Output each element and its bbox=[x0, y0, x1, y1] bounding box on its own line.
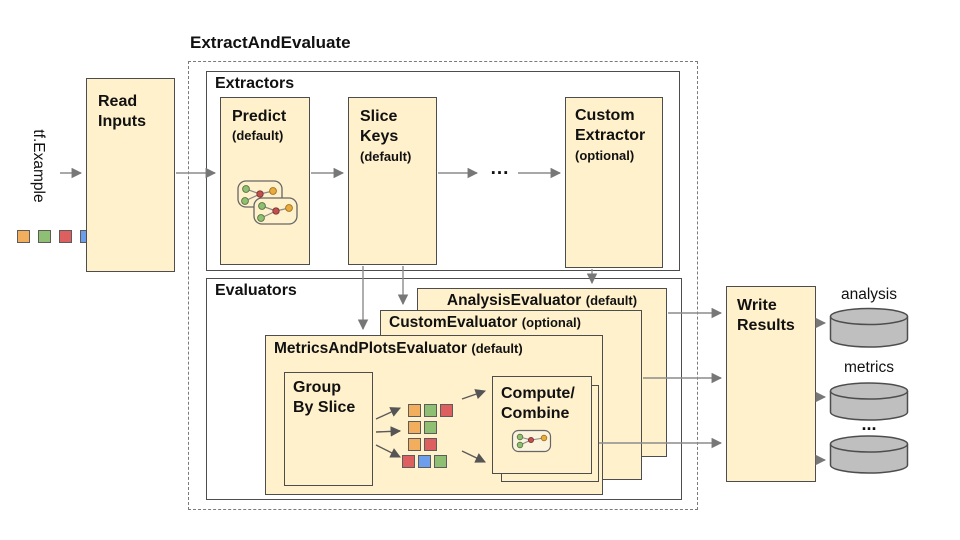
custom-extractor-subtitle: (optional) bbox=[575, 147, 635, 163]
read-inputs-box: Read Inputs bbox=[86, 78, 175, 272]
slice-chip-orange bbox=[408, 438, 421, 451]
compute-combine-box: Compute/ Combine bbox=[492, 376, 592, 474]
slice-chip-orange bbox=[17, 230, 30, 243]
slice-keys-extractor-box: Slice Keys (default) bbox=[348, 97, 437, 265]
analysis-evaluator-title: AnalysisEvaluator bbox=[446, 292, 582, 309]
extractors-ellipsis: ... bbox=[490, 158, 510, 179]
custom-extractor-box: Custom Extractor (optional) bbox=[565, 97, 663, 268]
slice-chip-green bbox=[424, 404, 437, 417]
analysis-database-icon bbox=[829, 307, 909, 348]
model-graph-icon bbox=[237, 180, 298, 225]
group-by-slice-box: Group By Slice bbox=[284, 372, 373, 486]
slice-keys-title: Slice Keys bbox=[360, 108, 399, 146]
write-results-box: Write Results bbox=[726, 286, 816, 482]
more-database-icon bbox=[829, 435, 909, 474]
slice-chip-blue bbox=[418, 455, 431, 468]
analysis-store-label: analysis bbox=[841, 286, 897, 303]
more-stores-label: ... bbox=[861, 414, 877, 434]
slice-chip-green bbox=[38, 230, 51, 243]
evaluators-container: Evaluators bbox=[206, 278, 682, 500]
extractors-label: Extractors bbox=[215, 75, 295, 92]
write-results-title: Write Results bbox=[737, 297, 795, 335]
slice-chip-red bbox=[440, 404, 453, 417]
analysis-evaluator-subtitle: (default) bbox=[585, 293, 638, 308]
slice-chip-green bbox=[434, 455, 447, 468]
compute-combine-title: Compute/ Combine bbox=[501, 385, 575, 423]
input-legend-chips bbox=[17, 230, 93, 243]
slice-chip-orange bbox=[408, 404, 421, 417]
custom-evaluator-title: CustomEvaluator bbox=[389, 314, 518, 331]
slice-row-3 bbox=[408, 438, 437, 451]
metrics-plots-evaluator-subtitle: (default) bbox=[471, 341, 523, 356]
slice-chip-orange bbox=[408, 421, 421, 434]
slice-row-1 bbox=[408, 404, 453, 417]
slice-chip-red bbox=[59, 230, 72, 243]
custom-extractor-title: Custom Extractor bbox=[575, 107, 646, 145]
slice-chip-red bbox=[402, 455, 415, 468]
diagram-title: ExtractAndEvaluate bbox=[190, 33, 351, 52]
metrics-plots-evaluator-title: MetricsAndPlotsEvaluator bbox=[274, 340, 467, 357]
read-inputs-title: Read Inputs bbox=[98, 93, 146, 131]
metrics-store-label: metrics bbox=[844, 359, 894, 376]
predict-subtitle: (default) bbox=[232, 128, 284, 144]
tf-example-label: tf.Example bbox=[30, 129, 47, 203]
group-by-slice-title: Group By Slice bbox=[293, 379, 356, 417]
predict-title: Predict bbox=[232, 108, 287, 125]
compute-graph-icon bbox=[511, 429, 552, 453]
slice-chip-red bbox=[424, 438, 437, 451]
slice-keys-subtitle: (default) bbox=[360, 148, 412, 164]
slice-row-4 bbox=[402, 455, 447, 468]
metrics-database-icon bbox=[829, 382, 909, 421]
extract-and-evaluate-container bbox=[188, 61, 698, 510]
slice-chip-green bbox=[424, 421, 437, 434]
custom-evaluator-subtitle: (optional) bbox=[521, 315, 582, 330]
slice-row-2 bbox=[408, 421, 437, 434]
evaluators-label: Evaluators bbox=[215, 282, 297, 299]
